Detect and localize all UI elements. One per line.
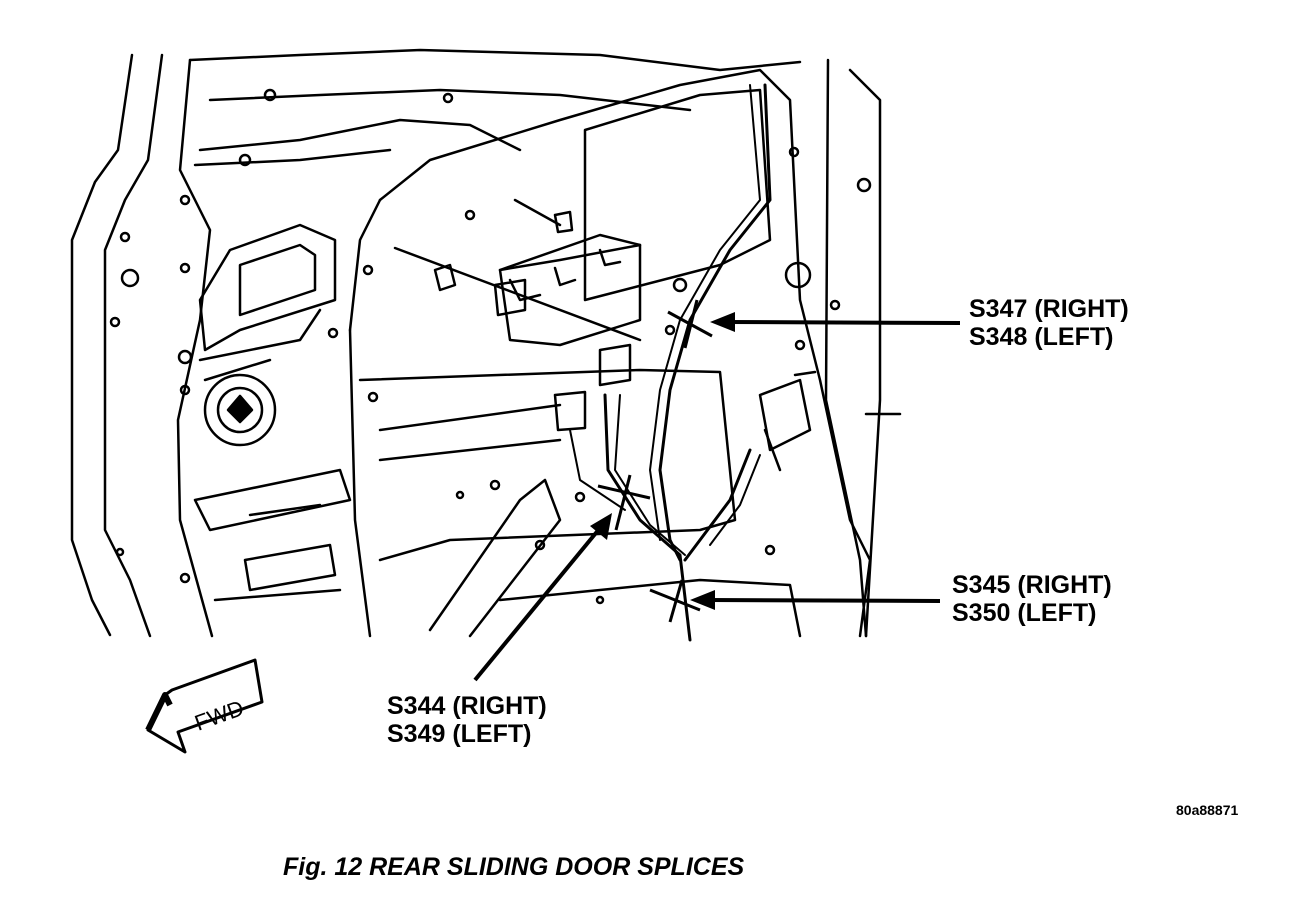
wire-harness xyxy=(603,393,692,642)
window-panel xyxy=(583,88,772,302)
door-edge xyxy=(824,58,868,638)
handle-recess xyxy=(198,223,337,352)
callout-a-line2: S348 (LEFT) xyxy=(969,323,1114,351)
leader-arrow-c xyxy=(473,513,612,682)
door-pillar xyxy=(176,58,214,638)
door-top-rail xyxy=(188,48,802,72)
control-module xyxy=(498,233,642,347)
callout-a-line1: S347 (RIGHT) xyxy=(969,295,1129,323)
door-frame-inner xyxy=(103,53,164,638)
splice-mark-s344 xyxy=(597,474,651,531)
callout-b: S345 (RIGHT) S350 (LEFT) xyxy=(952,571,1112,627)
splice-mark-s345 xyxy=(649,579,701,623)
door-frame xyxy=(70,53,134,637)
callout-b-line2: S350 (LEFT) xyxy=(952,599,1097,627)
splice-mark-s347 xyxy=(667,299,713,349)
inner-panel xyxy=(378,68,872,638)
lock-cylinder xyxy=(203,373,277,447)
leader-arrow-b xyxy=(690,590,941,610)
callout-b-line1: S345 (RIGHT) xyxy=(952,571,1112,599)
callout-c: S344 (RIGHT) S349 (LEFT) xyxy=(387,692,547,748)
leader-arrow-a xyxy=(710,312,961,332)
callout-c-line1: S344 (RIGHT) xyxy=(387,692,547,720)
fwd-arrow: FWD xyxy=(145,658,264,754)
callout-a: S347 (RIGHT) S348 (LEFT) xyxy=(969,295,1129,351)
figure-caption: Fig. 12 REAR SLIDING DOOR SPLICES xyxy=(283,853,745,881)
callout-c-line2: S349 (LEFT) xyxy=(387,720,532,748)
figure-code: 80a88871 xyxy=(1176,802,1239,818)
lower-panel xyxy=(358,368,737,562)
